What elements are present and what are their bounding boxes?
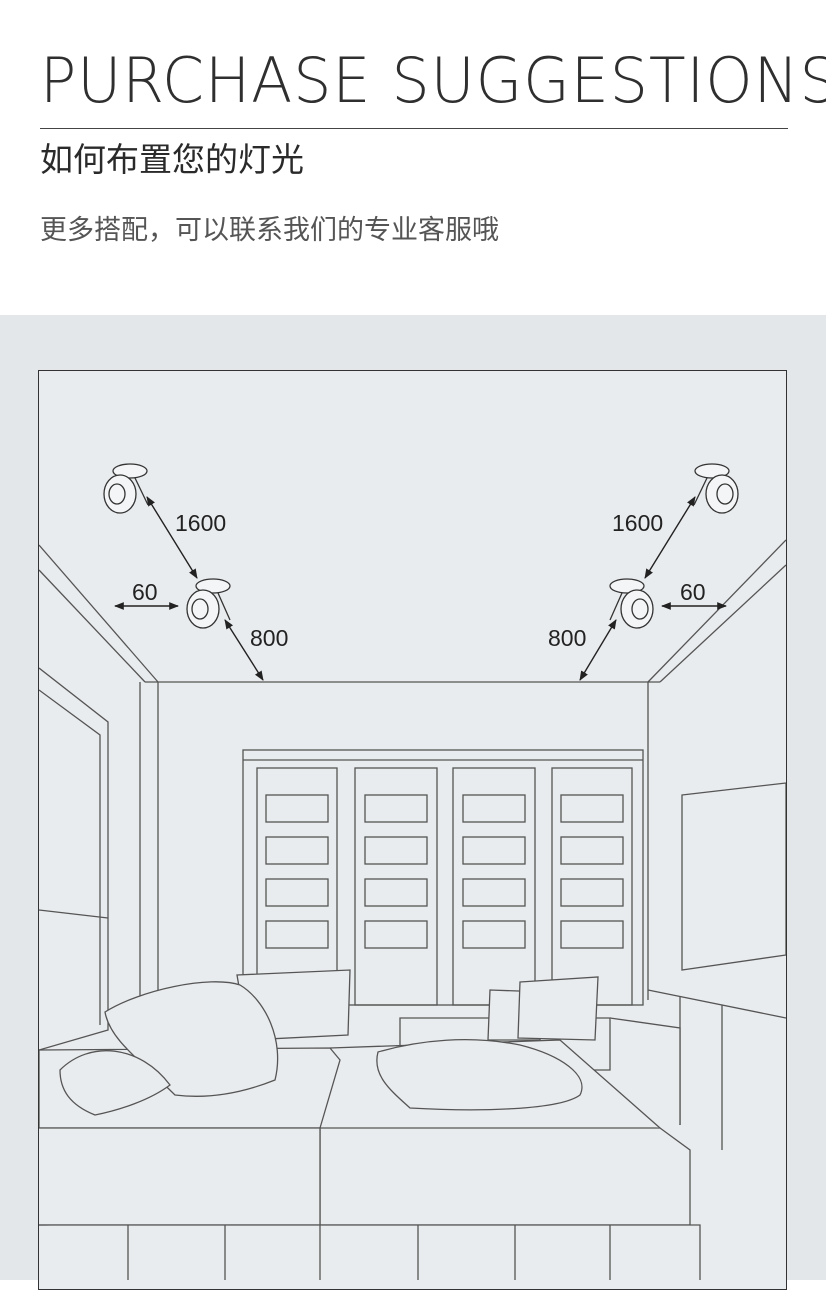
- spotlight-icon: [609, 578, 654, 629]
- page-subtitle: 如何布置您的灯光: [40, 140, 304, 179]
- dimension-arrow: [644, 496, 696, 579]
- wardrobe: [242, 749, 644, 1006]
- bed: [39, 969, 701, 1280]
- page-description: 更多搭配，可以联系我们的专业客服哦: [40, 215, 499, 246]
- dimension-label: 60: [680, 579, 706, 605]
- page-title: PURCHASE SUGGESTIONS: [40, 44, 826, 117]
- dimension-arrow: [146, 496, 198, 579]
- dimension-label: 800: [548, 625, 586, 651]
- room-outline: [39, 539, 786, 1150]
- dimension-label: 1600: [175, 510, 226, 536]
- dimension-label: 800: [250, 625, 288, 651]
- dimension-arrow: [579, 619, 617, 681]
- dimension-label: 60: [132, 579, 158, 605]
- dimension-label: 1600: [612, 510, 663, 536]
- spotlight-icon: [103, 463, 149, 514]
- title-divider: [40, 128, 788, 129]
- spotlight-icon: [186, 578, 231, 629]
- dimension-arrow: [224, 619, 264, 681]
- spotlight-icon: [693, 463, 739, 514]
